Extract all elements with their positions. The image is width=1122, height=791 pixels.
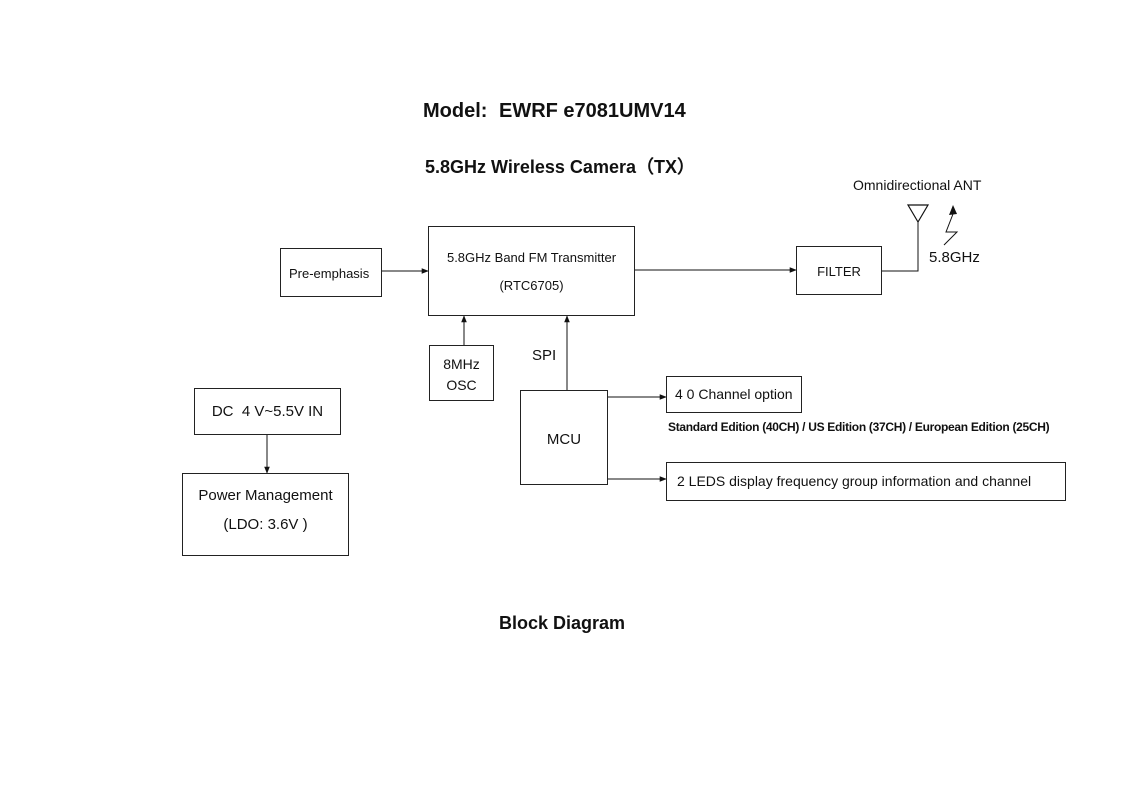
mcu-block: MCU xyxy=(520,390,608,485)
leds-block: 2 LEDS display frequency group informati… xyxy=(666,462,1066,501)
antenna-icon xyxy=(906,204,930,224)
diagram-caption: Block Diagram xyxy=(499,613,626,633)
transmitter-block: 5.8GHz Band FM Transmitter (RTC6705) xyxy=(428,226,635,316)
transmitter-label: 5.8GHz Band FM Transmitter xyxy=(446,250,617,265)
filter-label: FILTER xyxy=(817,264,861,279)
dc-input-block: DC 4 V~5.5V IN xyxy=(194,388,341,435)
oscillator-label: OSC xyxy=(446,377,477,393)
model-title: Model: EWRF e7081UMV14 xyxy=(423,100,686,123)
subtitle-device: Wireless Camera xyxy=(491,157,636,177)
model-name: EWRF e7081UMV14 xyxy=(499,100,686,122)
spi-label: SPI xyxy=(532,347,557,364)
mcu-label: MCU xyxy=(546,431,582,448)
power-management-label: Power Management xyxy=(198,487,333,504)
antenna-frequency-label: 5.8GHz xyxy=(929,249,980,266)
diagram-subtitle: 5.8GHz Wireless Camera（TX） xyxy=(425,153,695,179)
wire-filter-to-antenna xyxy=(882,222,919,272)
oscillator-frequency-label: 8MHz xyxy=(443,356,480,372)
ldo-label: (LDO: 3.6V ) xyxy=(223,516,308,533)
antenna-label: Omnidirectional ANT xyxy=(853,177,982,193)
pre-emphasis-label: Pre-emphasis xyxy=(289,266,370,281)
subtitle-frequency: 5.8GHz xyxy=(425,157,487,177)
rf-wave-icon xyxy=(943,213,959,246)
channel-option-label: 4 0 Channel option xyxy=(675,386,793,402)
filter-block: FILTER xyxy=(796,246,882,295)
transmitter-chip-label: (RTC6705) xyxy=(499,278,564,293)
leds-label: 2 LEDS display frequency group informati… xyxy=(677,473,1032,489)
power-management-block: Power Management (LDO: 3.6V ) xyxy=(182,473,349,556)
channel-option-block: 4 0 Channel option xyxy=(666,376,802,413)
subtitle-tx: （TX） xyxy=(635,157,695,177)
dc-input-label: DC 4 V~5.5V IN xyxy=(211,403,324,420)
oscillator-block: 8MHz OSC xyxy=(429,345,494,401)
pre-emphasis-block: Pre-emphasis xyxy=(280,248,382,297)
editions-note: Standard Edition (40CH) / US Edition (37… xyxy=(668,420,1050,434)
model-prefix: Model: xyxy=(423,100,488,122)
rf-wave-arrowhead xyxy=(949,205,957,215)
